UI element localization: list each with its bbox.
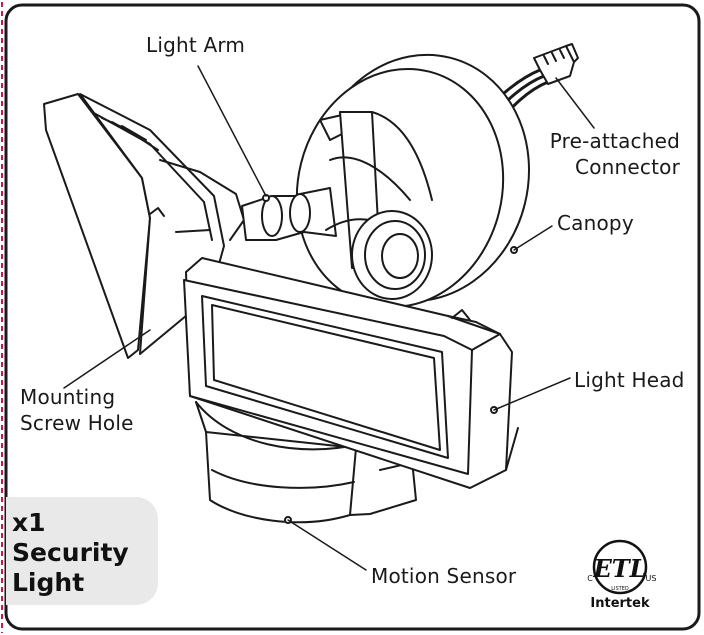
label-connector-line2: Connector	[575, 155, 680, 179]
etl-circle	[592, 539, 648, 595]
etl-listed: LISTED	[611, 586, 629, 592]
label-connector-line1: Pre-attached	[549, 129, 680, 153]
security-light-illustration	[43, 43, 595, 571]
etl-c: C	[587, 574, 593, 583]
quantity-box	[6, 497, 158, 605]
quantity-item-line1: Security	[12, 538, 129, 567]
quantity-item-line2: Light	[12, 568, 85, 597]
label-mounting-line1: Mounting	[20, 385, 116, 409]
label-canopy: Canopy	[557, 211, 634, 235]
motion-sensor-leader	[287, 519, 367, 571]
etl-us: US	[646, 574, 657, 583]
canopy-leader	[513, 225, 553, 251]
light-head-leader	[493, 377, 571, 411]
leader-lines	[63, 65, 595, 571]
label-motion-sensor: Motion Sensor	[371, 564, 517, 588]
quantity-count: x1	[12, 508, 46, 537]
etl-mark: ETL	[592, 554, 646, 583]
light-arm	[241, 187, 337, 241]
connector-leader	[555, 77, 595, 129]
frame-border	[4, 3, 701, 631]
quantity-text: x1 Security Light	[12, 508, 129, 598]
light-arm-leader	[197, 65, 267, 197]
etl-certification-mark: ETL C US LISTED	[587, 539, 657, 595]
mounting-leader	[63, 329, 151, 389]
front-light-head	[183, 257, 519, 489]
label-mounting-line2: Screw Hole	[20, 411, 134, 435]
certification-brand: Intertek	[590, 596, 650, 611]
arm-mount	[351, 210, 433, 300]
label-light-arm: Light Arm	[146, 33, 246, 57]
label-light-head: Light Head	[574, 368, 685, 392]
